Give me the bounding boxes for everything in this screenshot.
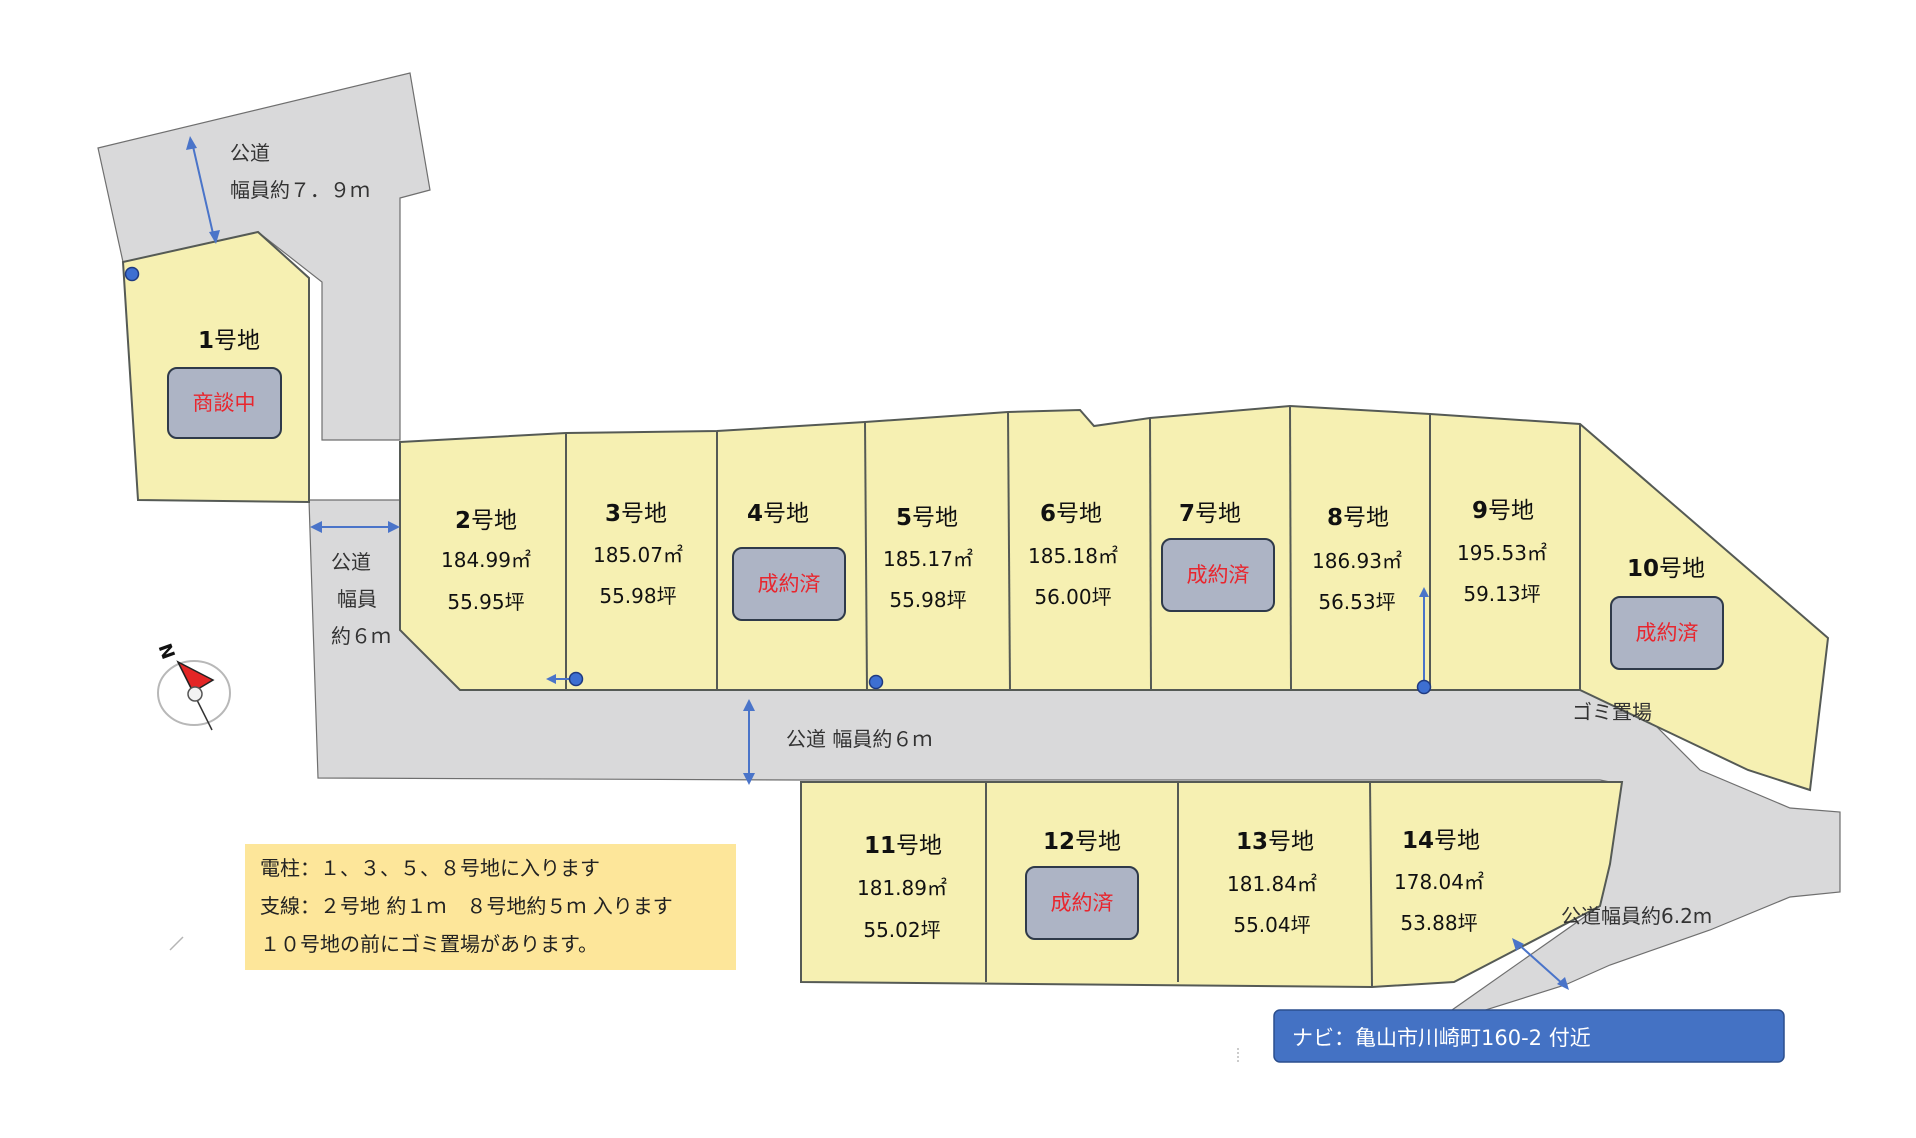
lot-13-label: 13号地	[1236, 829, 1314, 855]
lot-13-area-tsubo: 55.04坪	[1233, 913, 1310, 937]
lot-7-label: 7号地	[1179, 501, 1241, 527]
lot-8-area-tsubo: 56.53坪	[1318, 590, 1395, 614]
compass: N	[154, 641, 231, 731]
divider-6-7	[1149, 417, 1152, 691]
road-southeast-label: 公道幅員約6.2m	[1561, 904, 1712, 928]
arrowhead-icon	[743, 699, 755, 711]
pole-icon	[124, 266, 140, 282]
road-main-label: 公道 幅員約６ｍ	[786, 727, 932, 751]
stray-mark	[169, 936, 184, 951]
lot-8-label: 8号地	[1327, 505, 1389, 531]
lot-12-status-box	[1025, 866, 1139, 940]
pole-icon	[1416, 679, 1432, 695]
dimension-arrows	[186, 136, 1569, 990]
arrowhead-icon	[1419, 587, 1429, 597]
note-line-1: 電柱：１、３、５、８号地に入ります	[260, 856, 600, 880]
lot-6-label: 6号地	[1040, 501, 1102, 527]
lot-10-label: 10号地	[1627, 556, 1705, 582]
lot-10-status-box	[1610, 596, 1724, 670]
lot-2-area-m2: 184.99㎡	[441, 548, 531, 572]
divider-7-8	[1289, 405, 1292, 691]
lot-11-label: 11号地	[864, 833, 942, 859]
divider-13-14	[1369, 781, 1373, 988]
road-labels: 公道 幅員約７．９ｍ 公道 幅員 約６ｍ 公道 幅員約６ｍ 公道幅員約6.2m …	[230, 141, 1712, 928]
lot-1-status: 商談中	[193, 391, 256, 415]
arrowhead-icon	[310, 521, 322, 533]
lot-6-area-tsubo: 56.00坪	[1034, 585, 1111, 609]
lot-8-area-m2: 186.93㎡	[1312, 549, 1402, 573]
arrowhead-icon	[388, 521, 400, 533]
arrowhead-icon	[546, 674, 556, 684]
road-north-label-2: 幅員約７．９ｍ	[230, 178, 370, 202]
note-box	[245, 844, 736, 970]
lot-1-label: 1号地	[198, 328, 260, 354]
arrowhead-icon	[209, 230, 220, 244]
lots-layer	[121, 230, 1830, 989]
arrowhead-icon	[186, 136, 197, 150]
lot-south-row-shape	[800, 781, 1624, 989]
lot-9-label: 9号地	[1472, 498, 1534, 524]
lot-5-label: 5号地	[896, 505, 958, 531]
lot-7-status-box	[1161, 538, 1275, 612]
lot-14-label: 14号地	[1402, 828, 1480, 854]
lot-4-status: 成約済	[758, 572, 821, 596]
arrow-north-road-width	[191, 141, 215, 239]
lot-1-status-box	[167, 367, 282, 439]
lot-13-area-m2: 181.84㎡	[1227, 872, 1317, 896]
arrowhead-icon	[1512, 938, 1524, 951]
lot-labels: 1号地 2号地 184.99㎡ 55.95坪 3号地 185.07㎡ 55.98…	[198, 328, 1705, 942]
lot-9-area-tsubo: 59.13坪	[1463, 582, 1540, 606]
lot-5-area-m2: 185.17㎡	[883, 547, 973, 571]
lot-5-area-tsubo: 55.98坪	[889, 588, 966, 612]
lot-3-area-m2: 185.07㎡	[593, 543, 683, 567]
divider-4-5	[864, 421, 868, 691]
lot-11-area-tsubo: 55.02坪	[863, 918, 940, 942]
utility-poles	[124, 266, 1432, 695]
lot-11-area-m2: 181.89㎡	[857, 876, 947, 900]
lot-4-label: 4号地	[747, 501, 809, 527]
road-west-label-1: 公道	[331, 550, 371, 574]
garbage-label: ゴミ置場	[1572, 700, 1652, 724]
lot-3-label: 3号地	[605, 501, 667, 527]
arrowhead-icon	[743, 773, 755, 785]
lot-north-row-shape	[399, 404, 1830, 792]
lot-2-label: 2号地	[455, 508, 517, 534]
navi-box	[1273, 1009, 1785, 1063]
road-west-label-3: 約６ｍ	[331, 624, 391, 648]
road-west-label-2: 幅員	[337, 587, 377, 611]
pole-icon	[868, 674, 884, 690]
pole-icon	[568, 671, 584, 687]
note-panel: 電柱：１、３、５、８号地に入ります 支線：２号地 約１ｍ ８号地約５ｍ 入ります…	[245, 844, 736, 970]
lot-14-area-tsubo: 53.88坪	[1400, 911, 1477, 935]
arrowhead-icon	[1557, 977, 1569, 990]
road-north-label-1: 公道	[230, 141, 270, 165]
lot-6-area-m2: 185.18㎡	[1028, 544, 1118, 568]
lot-12-status: 成約済	[1051, 891, 1114, 915]
lot-7-status: 成約済	[1187, 563, 1250, 587]
lot-10-status: 成約済	[1636, 621, 1699, 645]
lot-4-status-box	[732, 547, 846, 621]
navi-label: ナビ：亀山市川崎町160-2 付近	[1292, 1026, 1591, 1050]
lot-dividers	[565, 405, 1581, 988]
compass-north-label: N	[154, 641, 179, 662]
lot-14-area-m2: 178.04㎡	[1394, 870, 1484, 894]
status-badges: 商談中 成約済 成約済 成約済 成約済	[167, 367, 1724, 940]
arrow-southeast-road-width	[1516, 942, 1565, 986]
lot-2-area-tsubo: 55.95坪	[447, 590, 524, 614]
navi-banner: ナビ：亀山市川崎町160-2 付近	[1273, 1009, 1785, 1063]
divider-5-6	[1007, 411, 1011, 691]
lot-9-area-m2: 195.53㎡	[1457, 541, 1547, 565]
lot-3-area-tsubo: 55.98坪	[599, 584, 676, 608]
note-line-2: 支線：２号地 約１ｍ ８号地約５ｍ 入ります	[260, 894, 673, 918]
note-line-3: １０号地の前にゴミ置場があります。	[260, 932, 598, 956]
lot-12-label: 12号地	[1043, 829, 1121, 855]
north-arrow-icon	[176, 660, 215, 731]
